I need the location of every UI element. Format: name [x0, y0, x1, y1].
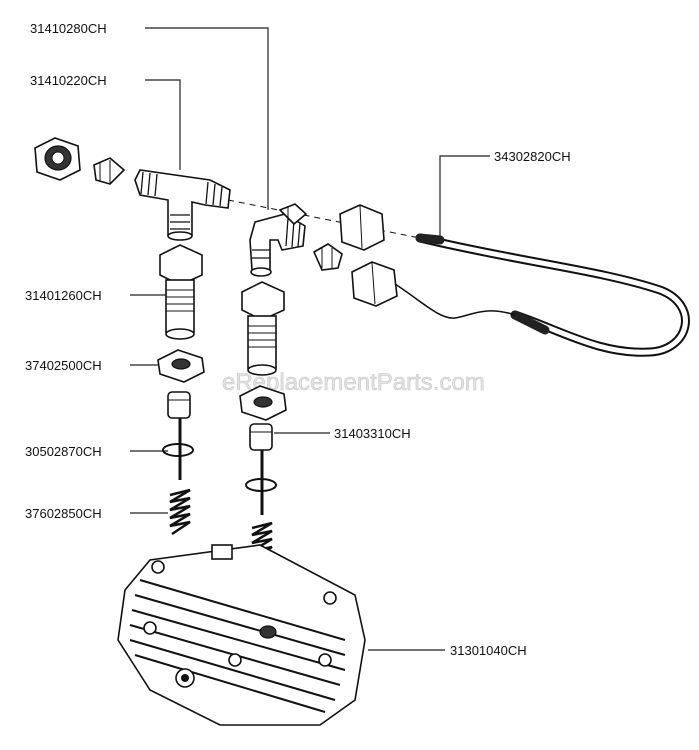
part-label-34302820: 34302820CH — [494, 149, 571, 164]
hex-nut-left — [34, 137, 81, 181]
valve-cap-left — [167, 391, 191, 419]
leader-31410220 — [145, 79, 181, 170]
lock-nut-left — [157, 349, 205, 383]
part-label-31410280: 31410280CH — [30, 21, 107, 36]
tee-fitting — [134, 169, 231, 241]
lock-nut-right — [239, 385, 287, 421]
part-label-37402500: 37402500CH — [25, 358, 102, 373]
assembly-axis-line — [227, 199, 431, 241]
tube-assembly — [394, 233, 690, 357]
part-label-37602850: 37602850CH — [25, 506, 102, 521]
elbow-fitting — [249, 213, 306, 277]
cylinder-head — [117, 544, 366, 726]
part-label-31401260: 31401260CH — [25, 288, 102, 303]
valve-stem-right — [245, 450, 277, 515]
valve-cap-right — [249, 423, 273, 451]
part-label-31410220: 31410220CH — [30, 73, 107, 88]
spring-left — [169, 488, 191, 536]
ferrule-lower — [312, 243, 343, 271]
hex-nut-tube-upper — [339, 204, 385, 251]
ferrule-upper — [278, 203, 308, 226]
part-labels: 31410280CH 31410220CH 34302820CH 3140126… — [25, 21, 571, 658]
valve-body-left — [159, 244, 203, 340]
valve-body-right — [241, 281, 285, 376]
part-label-30502870: 30502870CH — [25, 444, 102, 459]
ferrule-left — [93, 157, 126, 185]
leader-31410280 — [145, 27, 269, 210]
valve-stem-left — [162, 418, 194, 480]
part-label-31301040: 31301040CH — [450, 643, 527, 658]
hex-nut-tube-lower — [351, 261, 398, 307]
part-label-31403310: 31403310CH — [334, 426, 411, 441]
leader-34302820 — [439, 155, 490, 238]
leader-lines — [130, 27, 490, 651]
